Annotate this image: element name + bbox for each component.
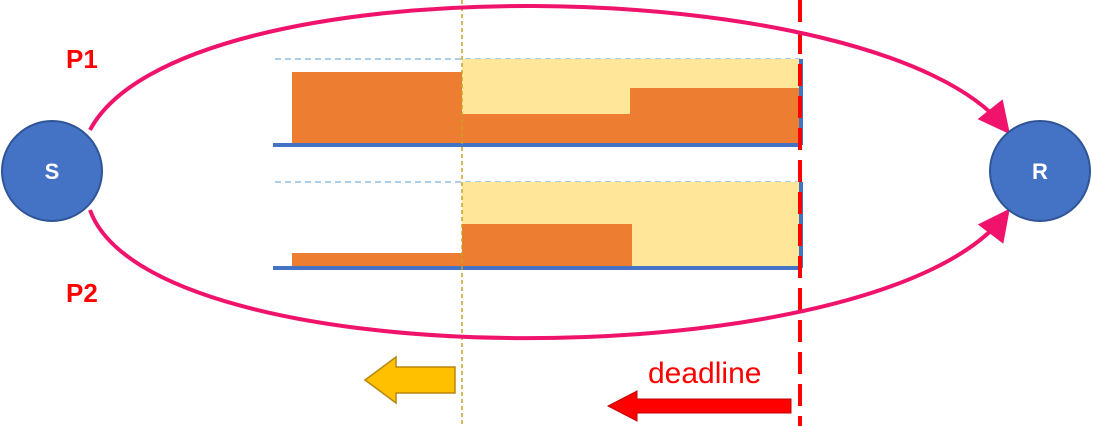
deadline-left-arrow-icon bbox=[606, 390, 792, 422]
path-p2-label: P2 bbox=[66, 278, 98, 308]
receiver-node: R bbox=[989, 120, 1091, 222]
p1-bar-segment-1 bbox=[292, 72, 462, 145]
path-p1-label: P1 bbox=[66, 44, 98, 74]
path-p2-curve bbox=[88, 208, 1010, 341]
p1-bar-segment-2 bbox=[462, 114, 630, 145]
p2-buffer-chart bbox=[273, 181, 803, 270]
p2-bar-segment-1 bbox=[292, 253, 462, 268]
p1-bar-segment-3 bbox=[630, 88, 800, 145]
shift-left-arrow-icon bbox=[363, 355, 456, 405]
p2-bar-segment-2 bbox=[462, 224, 632, 268]
source-node: S bbox=[1, 120, 103, 222]
receiver-label: R bbox=[1032, 159, 1048, 184]
deadline-label: deadline bbox=[648, 357, 761, 390]
source-label: S bbox=[45, 159, 60, 184]
p1-buffer-chart bbox=[273, 58, 803, 147]
source-circle bbox=[1, 120, 103, 222]
path-p1-curve bbox=[88, 4, 1010, 135]
receiver-circle bbox=[989, 120, 1091, 222]
